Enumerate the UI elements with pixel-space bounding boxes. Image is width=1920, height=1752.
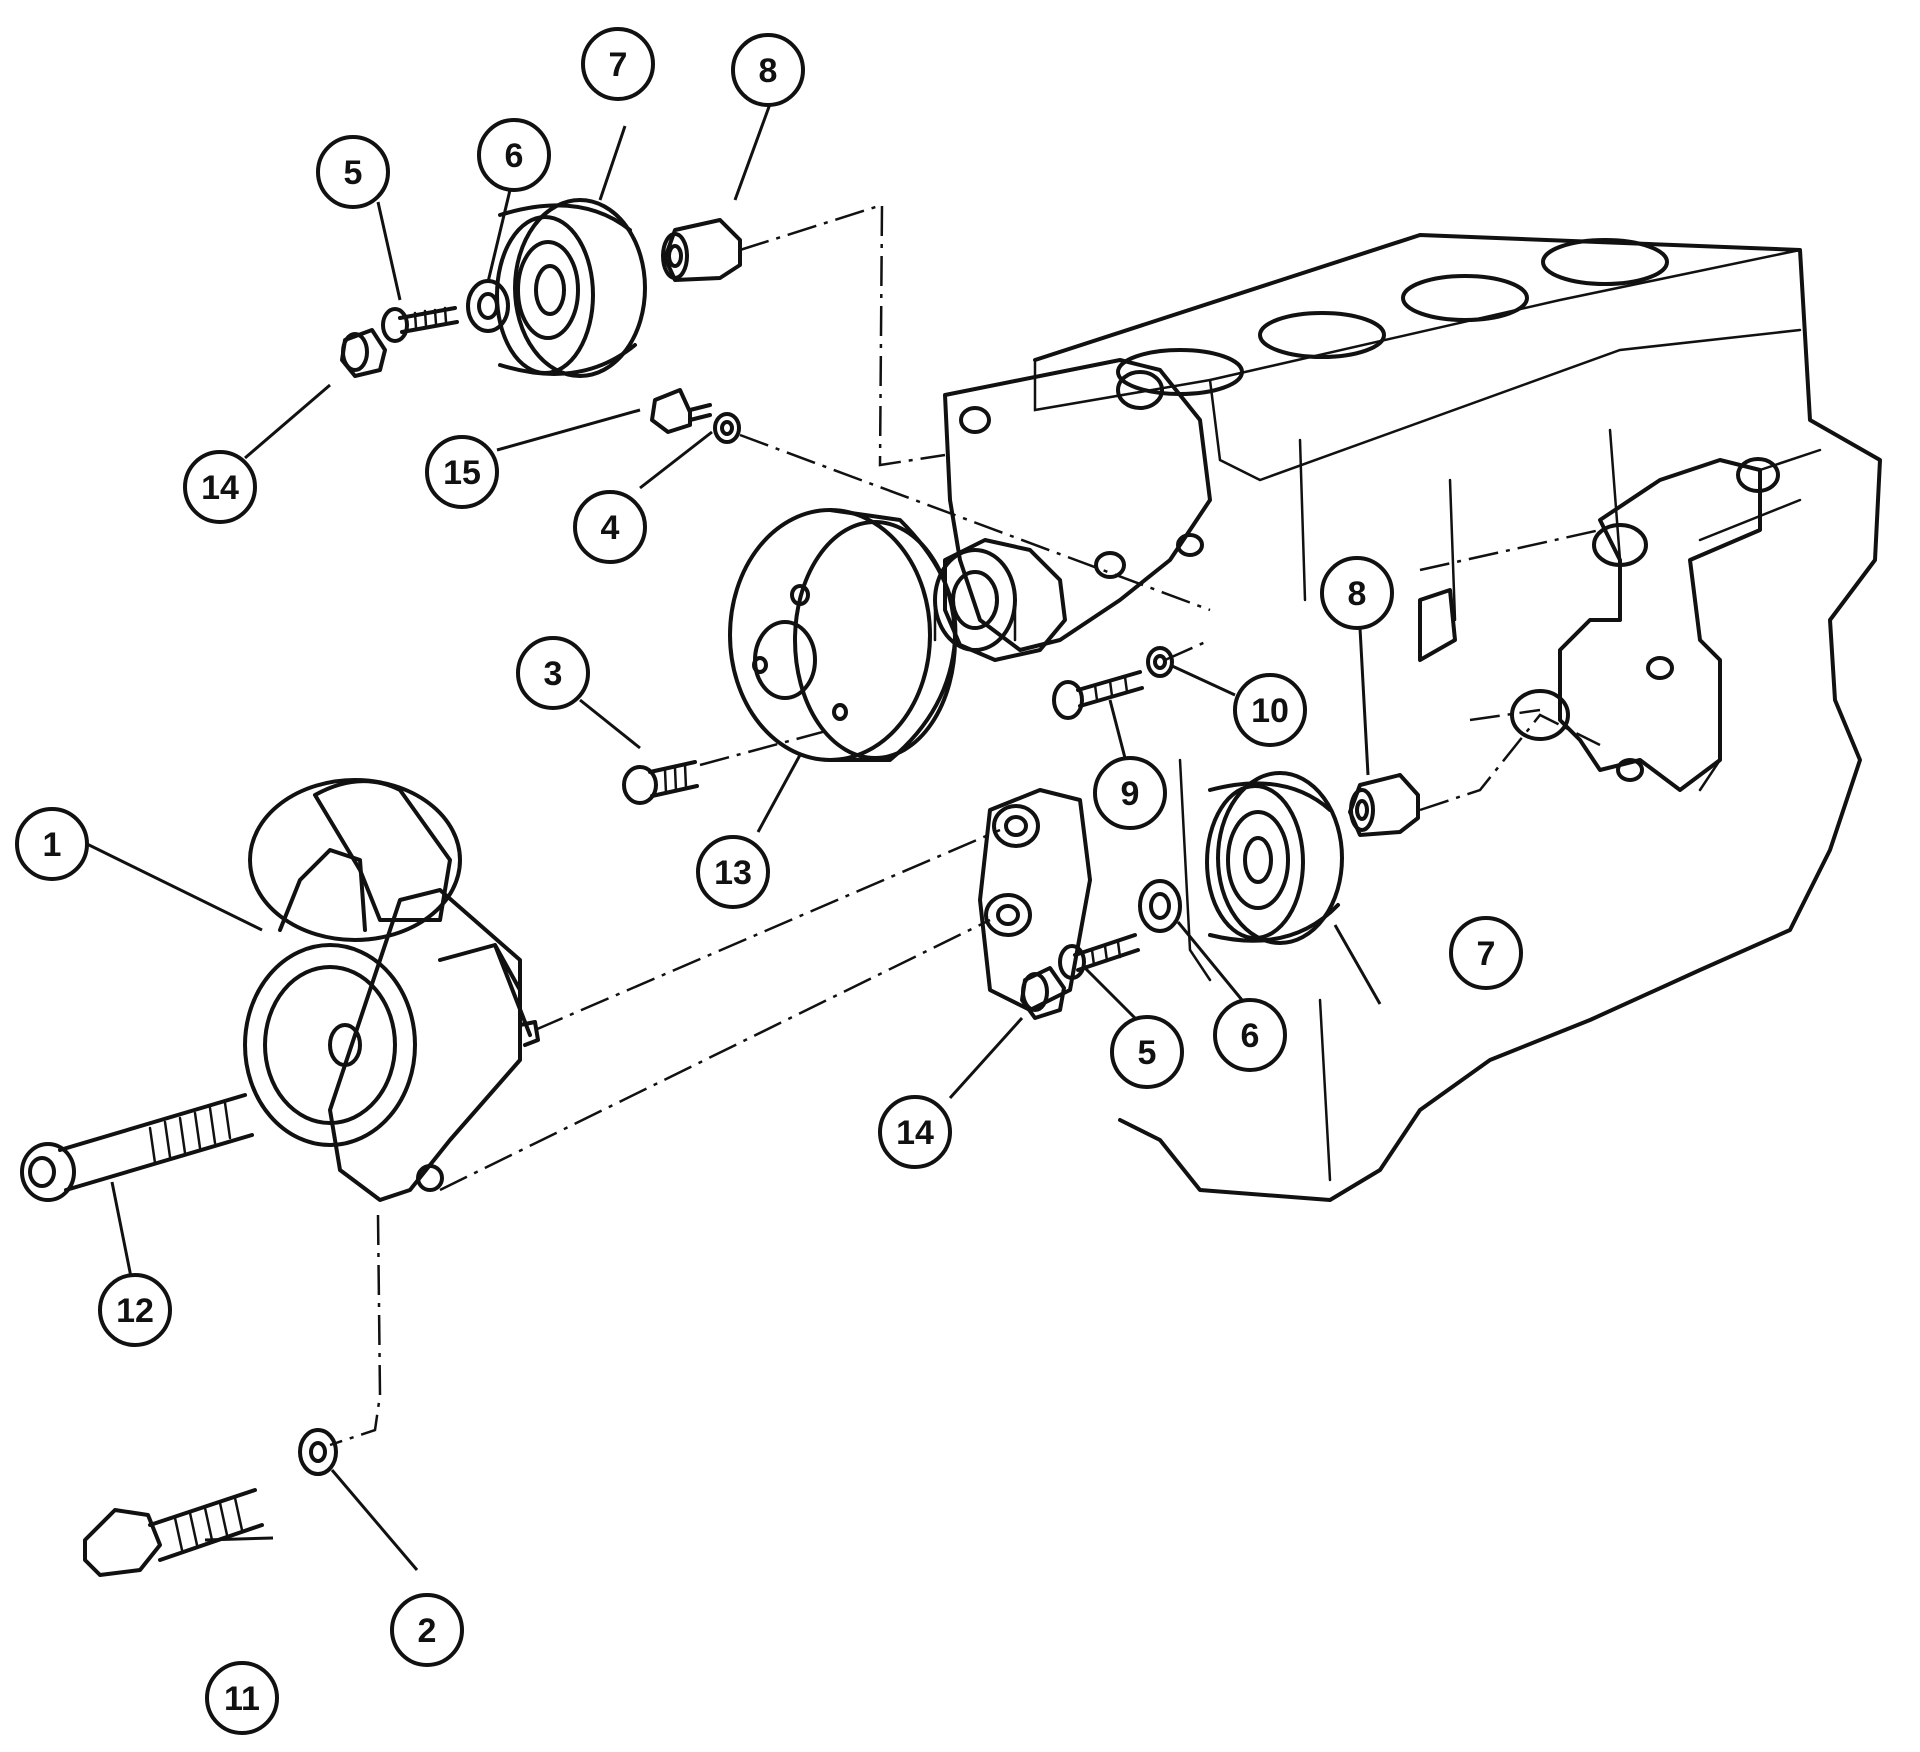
cylinder-bore: [1541, 238, 1669, 286]
callout-circle: [696, 835, 770, 909]
callout-c2: 2: [390, 1593, 464, 1667]
callout-c8a: 8: [731, 33, 805, 107]
bolt-11: [83, 1488, 264, 1577]
callout-c12: 12: [98, 1273, 172, 1347]
callout-c7a: 7: [581, 27, 655, 101]
callout-number: 7: [609, 46, 628, 84]
callout-number: 10: [1251, 692, 1289, 730]
pulley-hub-13: [728, 508, 958, 762]
assembly-centerlines: [329, 203, 1601, 1447]
engine-block: [1033, 233, 1882, 1202]
idler-pulley-7-bottom: [1205, 771, 1344, 945]
callout-c15: 15: [425, 435, 499, 509]
callout-circle: [98, 1273, 172, 1347]
callout-circle: [183, 450, 257, 524]
callout-circle: [425, 435, 499, 509]
callout-c8b: 8: [1320, 556, 1394, 630]
belt-tensioner-1: [243, 778, 540, 1202]
washer-10: [1146, 646, 1174, 678]
water-pump-hub: [933, 538, 1067, 662]
leader-lines: [86, 103, 1382, 1571]
callout-number: 2: [418, 1612, 437, 1650]
callout-c7b: 7: [1449, 916, 1523, 990]
bushing-8-bottom: [1348, 773, 1420, 837]
callout-circle: [205, 1661, 279, 1735]
bolt-9: [1052, 670, 1144, 720]
callout-number: 14: [896, 1114, 934, 1152]
callout-c4: 4: [573, 490, 647, 564]
callout-circle: [581, 27, 655, 101]
callout-c1: 1: [15, 807, 89, 881]
bolt-12: [20, 1093, 254, 1202]
callout-number: 4: [601, 509, 620, 547]
callout-circle: [1320, 556, 1394, 630]
bolt-5-top: [381, 306, 459, 343]
callout-number: 6: [1241, 1017, 1260, 1055]
callout-number: 8: [1348, 575, 1367, 613]
callout-c5a: 5: [316, 135, 390, 209]
callout-circle: [316, 135, 390, 209]
callout-c14a: 14: [183, 450, 257, 524]
bolt-5-bottom: [1058, 933, 1140, 980]
callout-number: 15: [443, 454, 481, 492]
callout-circle: [1449, 916, 1523, 990]
plug-15: [650, 388, 712, 434]
backing-plate: [978, 788, 1092, 1012]
bushing-8-top: [661, 218, 742, 282]
cylinder-bore: [1401, 274, 1529, 322]
callout-circle: [1233, 673, 1307, 747]
callout-number: 12: [116, 1292, 154, 1330]
callout-c10: 10: [1233, 673, 1307, 747]
callout-circle: [390, 1593, 464, 1667]
callout-c11: 11: [205, 1661, 279, 1735]
callout-number: 13: [714, 854, 752, 892]
mounting-bracket-center: [943, 358, 1212, 652]
callout-number: 11: [224, 1680, 260, 1718]
cylinder-bore: [1258, 311, 1386, 359]
callout-circle: [516, 636, 590, 710]
callout-c5b: 5: [1110, 1015, 1184, 1089]
callout-circle: [15, 807, 89, 881]
callout-circle: [573, 490, 647, 564]
callout-circle: [731, 33, 805, 107]
callout-number: 5: [344, 154, 363, 192]
callout-c14b: 14: [878, 1095, 952, 1169]
callout-circle: [1093, 756, 1167, 830]
bolt-3: [622, 760, 699, 805]
callout-number: 6: [505, 137, 524, 175]
washer-4: [713, 412, 741, 444]
callout-c9: 9: [1093, 756, 1167, 830]
callout-c3: 3: [516, 636, 590, 710]
callout-number: 14: [201, 469, 239, 507]
cap-14-top: [340, 328, 387, 378]
callout-number: 1: [43, 826, 62, 864]
callout-c13: 13: [696, 835, 770, 909]
callout-number: 8: [759, 52, 778, 90]
callout-number: 3: [544, 655, 563, 693]
callout-circle: [1213, 998, 1287, 1072]
cap-14-bottom: [1020, 966, 1066, 1020]
callout-number: 9: [1121, 775, 1140, 813]
callout-circle: [878, 1095, 952, 1169]
washer-2: [298, 1428, 338, 1476]
callout-circle: [477, 118, 551, 192]
idler-pulley-7-top: [495, 198, 647, 378]
callout-c6a: 6: [477, 118, 551, 192]
callout-c6b: 6: [1213, 998, 1287, 1072]
callout-number: 7: [1477, 935, 1496, 973]
mounting-bracket-right: [1510, 448, 1822, 792]
washer-6-top: [466, 279, 510, 333]
callout-circle: [1110, 1015, 1184, 1089]
callout-number: 5: [1138, 1034, 1157, 1072]
washer-6-bottom: [1138, 879, 1182, 933]
